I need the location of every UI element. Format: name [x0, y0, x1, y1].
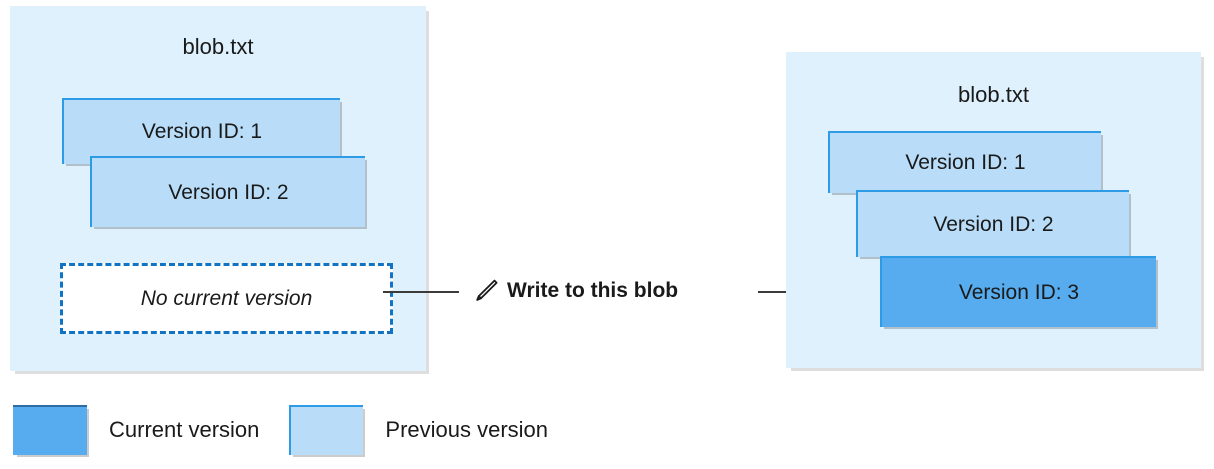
version-card-label: Version ID: 2: [933, 212, 1054, 236]
blob-name-after: blob.txt: [958, 82, 1029, 107]
connector-line-left: [383, 291, 459, 293]
version-card-label: Version ID: 2: [168, 180, 289, 204]
version-card-label: Version ID: 1: [905, 151, 1026, 174]
version-card-before-2[interactable]: Version ID: 2: [90, 156, 365, 227]
version-card-after-1[interactable]: Version ID: 1: [828, 131, 1101, 193]
no-current-version-label: No current version: [140, 286, 313, 310]
blob-name-before: blob.txt: [182, 34, 254, 59]
version-card-label: Version ID: 1: [141, 120, 263, 143]
no-current-version-box: No current version: [60, 263, 393, 334]
blob-panel-before: blob.txt Version ID: 1 Version ID: 2 No …: [10, 6, 426, 371]
legend-label-previous: Previous version: [385, 417, 549, 442]
version-card-label: Version ID: 3: [958, 280, 1080, 304]
version-card-after-3-current[interactable]: Version ID: 3: [880, 256, 1156, 327]
legend-swatch-previous-icon: [289, 405, 364, 455]
legend-label-current: Current version: [109, 417, 260, 442]
version-card-after-2[interactable]: Version ID: 2: [856, 190, 1129, 257]
legend-item-previous: Previous version: [289, 405, 548, 455]
pencil-icon: [469, 276, 501, 308]
legend-item-current: Current version: [13, 405, 259, 455]
version-card-before-1[interactable]: Version ID: 1: [62, 98, 340, 164]
legend: Current version Previous version: [13, 402, 548, 458]
legend-swatch-current-icon: [13, 405, 87, 455]
write-action-label: Write to this blob: [507, 279, 679, 302]
